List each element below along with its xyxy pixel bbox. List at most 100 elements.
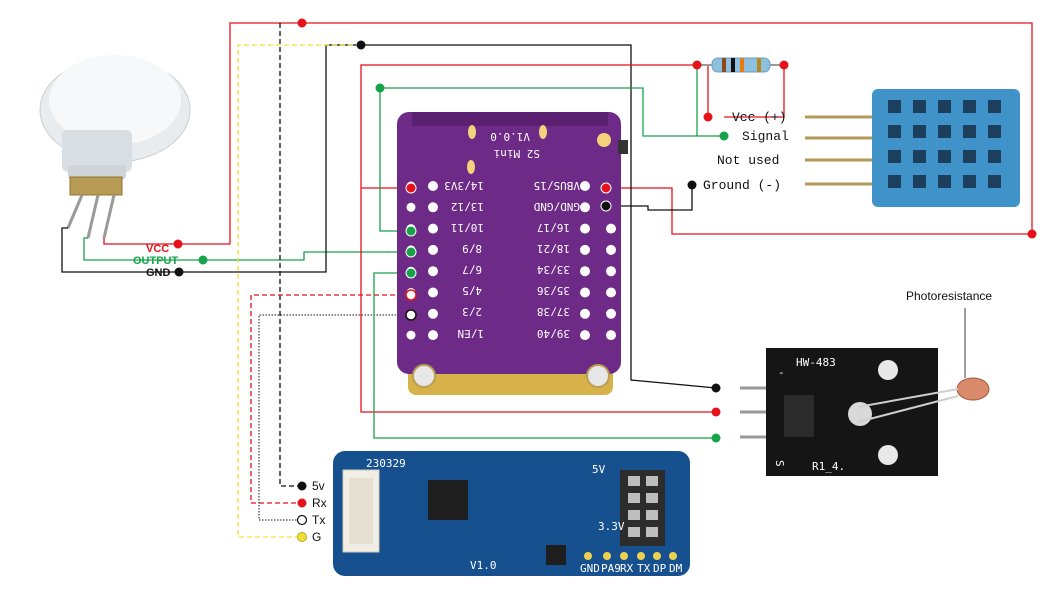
header-pin xyxy=(628,510,640,520)
dht-vent-grid xyxy=(888,100,1001,188)
mmwave-5v-label: 5V xyxy=(592,463,606,476)
dht-pin-vcc: Vcc (+) xyxy=(732,110,787,125)
ldr-minus-label: - xyxy=(778,366,785,379)
pin-hole xyxy=(406,202,416,212)
header-pin xyxy=(646,493,658,503)
wire-dht-signal xyxy=(379,87,724,232)
vent-slot xyxy=(888,100,901,113)
vent-slot xyxy=(938,125,951,138)
pin-hole xyxy=(428,181,438,191)
header-pin xyxy=(628,476,640,486)
mmwave-pin-label: PA9 xyxy=(601,562,621,575)
pin-hole xyxy=(428,244,438,255)
right-pin-label: 16/17 xyxy=(537,221,570,234)
mmwave-conn-tx: Tx xyxy=(312,513,325,527)
mmwave-pin-label: RX xyxy=(620,562,634,575)
vent-slot xyxy=(913,100,926,113)
wire-3v3 xyxy=(360,64,709,189)
vent-slot xyxy=(988,100,1001,113)
s2-mini-board: S2 Mini V1.0.0 14/3V3 13/12 10/11 8/9 6/… xyxy=(397,112,628,395)
mmwave-connections: 5v Rx Tx G xyxy=(296,479,327,544)
right-pin-label: GND/GND xyxy=(534,200,580,213)
wire-pir-gnd xyxy=(179,44,717,389)
pin-hole xyxy=(606,330,616,341)
pin-hole xyxy=(580,266,590,277)
right-pin-label: 35/36 xyxy=(537,284,570,297)
vent-slot xyxy=(988,175,1001,188)
wire-mmwave-5v xyxy=(279,23,302,487)
header-pin xyxy=(628,493,640,503)
wire-pir-vcc xyxy=(178,22,1033,245)
header-pin xyxy=(646,476,658,486)
vent-slot xyxy=(963,175,976,188)
right-pin-label: 39/40 xyxy=(537,327,570,340)
pin-hole xyxy=(428,223,438,234)
vent-slot xyxy=(888,150,901,163)
left-pin-label: 8/9 xyxy=(462,242,482,255)
pin-hole xyxy=(580,181,590,191)
vent-slot xyxy=(913,125,926,138)
pin-hole xyxy=(428,202,438,213)
left-pin-label: 14/3V3 xyxy=(444,179,484,192)
pin-hole xyxy=(580,223,590,234)
vent-slot xyxy=(913,175,926,188)
pir-sensor: VCC OUTPUT GND xyxy=(39,55,208,279)
mmwave-conn-5v: 5v xyxy=(312,479,325,493)
dht-pin-ground: Ground (-) xyxy=(703,178,781,193)
wire-ldr-signal xyxy=(373,272,716,439)
pir-gnd-label: GND xyxy=(146,267,171,279)
ldr-r-label: R1_4. xyxy=(812,460,845,473)
vent-slot xyxy=(988,150,1001,163)
wire-mmwave-rx xyxy=(250,294,411,504)
vent-slot xyxy=(938,100,951,113)
wire-dht-ground xyxy=(606,185,693,211)
pin-hole xyxy=(428,308,438,319)
mmwave-3v3-label: 3.3V xyxy=(598,520,625,533)
ldr-board-label: HW-483 xyxy=(796,356,836,369)
wire-mmwave-g xyxy=(237,44,361,538)
header-pin xyxy=(646,510,658,520)
resistor xyxy=(692,57,789,122)
right-pin-label: 33/34 xyxy=(537,263,570,276)
mmwave-board: 230329 V1.0 5V 3.3V GND PA9 RX TX DP DM xyxy=(333,451,690,576)
pin-hole xyxy=(606,223,616,234)
right-pin-label: 37/38 xyxy=(537,305,570,318)
pin-hole xyxy=(606,287,616,298)
dht-pin-signal: Signal xyxy=(742,129,789,144)
header-pin xyxy=(628,527,640,537)
pin-hole xyxy=(580,330,590,341)
right-pin-label: 18/21 xyxy=(537,242,570,255)
left-pin-label: 10/11 xyxy=(451,221,484,234)
s2mini-connection-dots xyxy=(405,182,612,321)
right-pin-label: VBUS/15 xyxy=(534,179,580,192)
mmwave-pin-label: DM xyxy=(669,562,683,575)
pin-hole xyxy=(428,330,438,341)
header-pin xyxy=(646,527,658,537)
mmwave-pin-label: TX xyxy=(637,562,651,575)
photoresistance-label: Photoresistance xyxy=(906,289,992,303)
ldr-module: HW-483 - S R1_4. Photoresistance xyxy=(711,289,992,476)
mmwave-board-id: 230329 xyxy=(366,457,406,470)
wire-mmwave-tx xyxy=(258,314,411,521)
mmwave-header-pins xyxy=(628,476,658,537)
pin-hole xyxy=(580,202,590,213)
left-pin-label: 6/7 xyxy=(462,263,482,276)
s2mini-model: S2 Mini xyxy=(494,147,540,160)
wire-resistor-vcc xyxy=(724,65,785,118)
pin-hole xyxy=(580,244,590,255)
wire-3v3-ldr xyxy=(360,188,716,413)
pin-hole xyxy=(428,266,438,277)
vent-slot xyxy=(913,150,926,163)
s2mini-left-pin-labels: 14/3V3 13/12 10/11 8/9 6/7 4/5 2/3 1/EN xyxy=(444,179,484,340)
mmwave-bottom-pin-labels: GND PA9 RX TX DP DM xyxy=(580,562,683,575)
wires xyxy=(178,22,1033,538)
vent-slot xyxy=(938,150,951,163)
dht11-sensor: Vcc (+) Signal Not used Ground (-) xyxy=(297,18,1037,239)
left-pin-label: 1/EN xyxy=(458,327,485,340)
pin-hole xyxy=(580,287,590,298)
vent-slot xyxy=(963,100,976,113)
s2mini-version: V1.0.0 xyxy=(490,130,530,143)
vent-slot xyxy=(888,175,901,188)
left-pin-label: 2/3 xyxy=(462,305,482,318)
